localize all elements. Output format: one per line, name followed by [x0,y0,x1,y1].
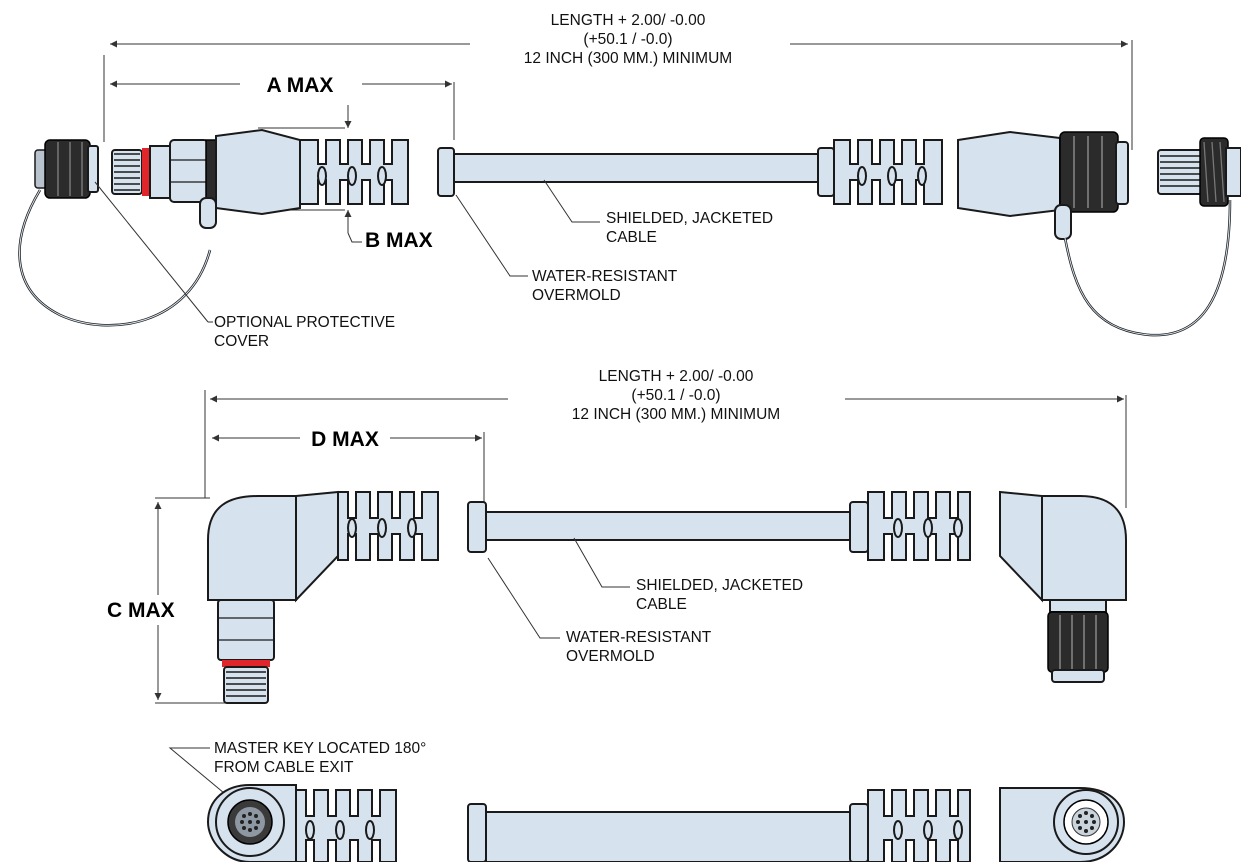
shielded-cable [453,153,821,183]
length-label-line2: (+50.1 / -0.0) [583,31,672,48]
threaded-connector-left [111,139,217,229]
end-view-connector-right [849,787,1126,862]
overmold-label-line2: OVERMOLD [566,648,655,665]
cover-label-line2: COVER [214,333,269,350]
cover-leader [94,181,209,323]
cable-leader [573,537,630,588]
cable-label-line2: CABLE [606,229,657,246]
cable-label-line1: SHIELDED, JACKETED [606,210,773,227]
cable-leader [543,179,600,223]
overmold-right [817,130,1061,218]
length-label-line3: 12 INCH (300 MM.) MINIMUM [524,50,732,67]
right-angle-connector-left [207,490,487,704]
length-label-line2: (+50.1 / -0.0) [631,387,720,404]
overmold-label-line1: WATER-RESISTANT [566,629,712,646]
end-view-connector-left [206,784,487,862]
overmold-left [215,128,455,216]
shielded-cable [485,511,853,541]
shielded-cable [485,811,853,862]
overmold-leader [455,194,528,277]
cable-label-line1: SHIELDED, JACKETED [636,577,803,594]
length-label-line3: 12 INCH (300 MM.) MINIMUM [572,406,780,423]
master-key-leader [168,747,243,809]
right-angle-connector-right [849,490,1127,683]
cover-label-line1: OPTIONAL PROTECTIVE [214,314,395,331]
straight-cable-view: LENGTH + 2.00/ -0.00 (+50.1 / -0.0) 12 I… [18,12,1241,350]
master-key-label-line1: MASTER KEY LOCATED 180° [214,740,426,757]
master-key-label-line2: FROM CABLE EXIT [214,759,354,776]
coupling-nut-right [1054,131,1232,337]
cable-label-line2: CABLE [636,596,687,613]
overmold-label-line2: OVERMOLD [532,287,621,304]
overmold-leader [487,557,560,639]
right-angle-cable-view: LENGTH + 2.00/ -0.00 (+50.1 / -0.0) 12 I… [107,368,1127,704]
b-max-leader [347,232,362,243]
protective-cover-right [1157,137,1241,207]
b-max-label: B MAX [365,229,433,252]
protective-cover-left [18,139,212,327]
length-label-line1: LENGTH + 2.00/ -0.00 [551,12,706,29]
c-max-label: C MAX [107,599,175,622]
overmold-label-line1: WATER-RESISTANT [532,268,678,285]
end-view: MASTER KEY LOCATED 180° FROM CABLE EXIT [168,740,1126,862]
d-max-label: D MAX [311,428,379,451]
length-label-line1: LENGTH + 2.00/ -0.00 [599,368,754,385]
a-max-label: A MAX [267,74,334,97]
